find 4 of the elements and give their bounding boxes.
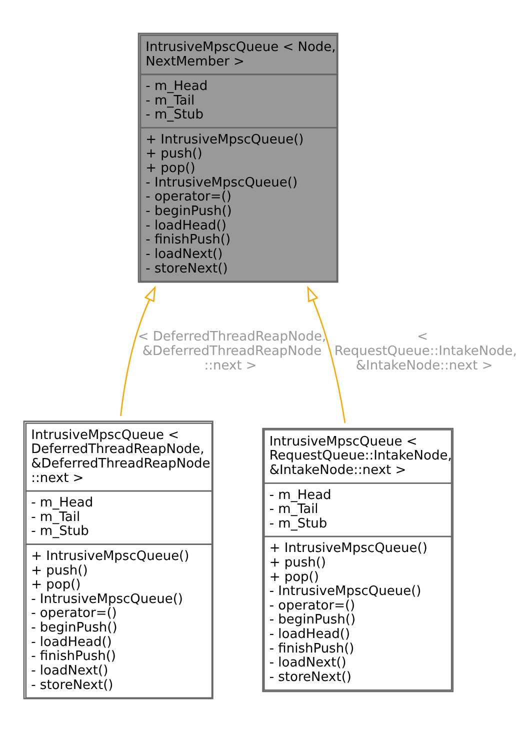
edge-label: < RequestQueue::IntakeNode, &IntakeNode::next > bbox=[334, 330, 517, 374]
edge-label: < DeferredThreadReapNode, &DeferredThreadReapNode ::next > bbox=[138, 330, 326, 374]
arrow bbox=[307, 286, 346, 424]
arrow bbox=[120, 286, 156, 416]
